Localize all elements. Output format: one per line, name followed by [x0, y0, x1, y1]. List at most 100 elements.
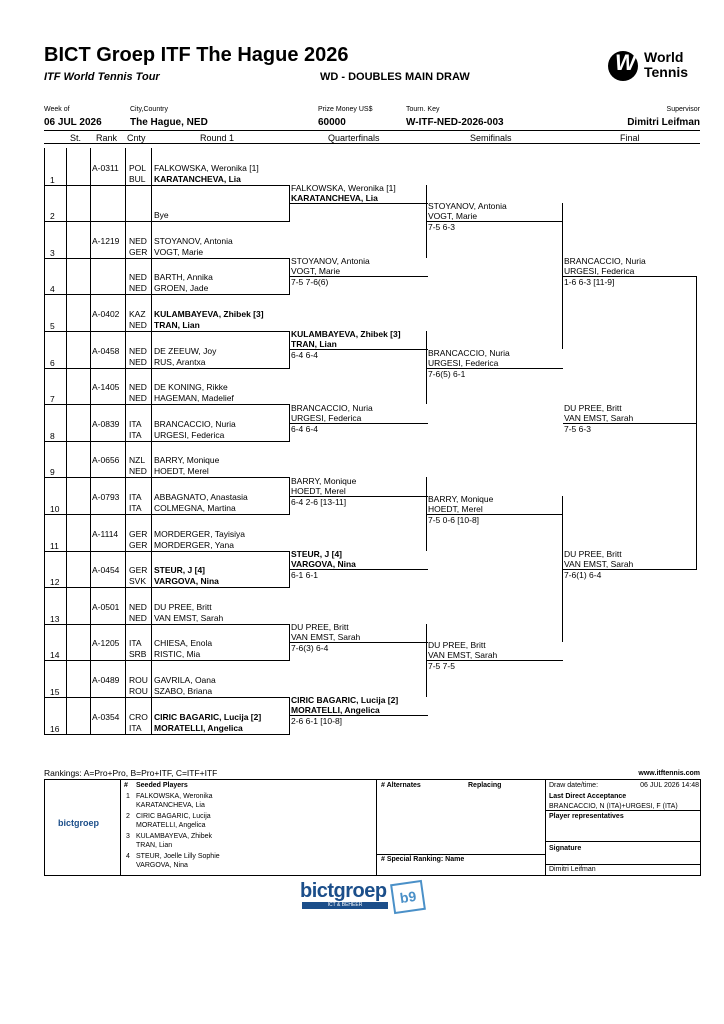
draw-position: 13	[50, 613, 60, 624]
supervisor-value: Dimitri Leifman	[627, 117, 700, 128]
player-name: VOGT, Marie	[154, 246, 204, 257]
draw-position: 14	[50, 650, 60, 661]
bracket-line	[290, 349, 428, 351]
qf-score: 6-1 6-1	[291, 569, 318, 580]
logo-text-world: World	[644, 49, 684, 65]
country-code: ITA	[129, 722, 142, 733]
bracket-connector	[426, 184, 427, 258]
rank-value: A-0501	[92, 601, 120, 612]
row-line	[44, 294, 290, 296]
seeded-title: Seeded Players	[136, 782, 188, 789]
final-player: VAN EMST, Sarah	[564, 558, 634, 569]
bracket-line	[563, 568, 697, 570]
qf-player: MORATELLI, Angelica	[291, 705, 380, 716]
qf-player: TRAN, Lian	[291, 339, 337, 350]
rank-value: A-0656	[92, 455, 120, 466]
row-line	[44, 623, 290, 625]
draw-position: 5	[50, 321, 55, 331]
player-name: MORDERGER, Yana	[154, 539, 234, 550]
player-name: BARTH, Annika	[154, 272, 213, 283]
player-name: RISTIC, Mia	[154, 649, 201, 660]
row-line	[44, 331, 290, 332]
rank-value: A-0793	[92, 492, 120, 502]
country-code: GER	[129, 565, 148, 576]
week-label: Week of	[44, 106, 70, 113]
draw-date-label: Draw date/time:	[549, 782, 599, 789]
final-player: DU PREE, Britt	[564, 548, 622, 559]
country-code: ITA	[129, 638, 142, 649]
bictgroep-small-logo: bictgroep	[58, 818, 100, 828]
player-name: DE ZEEUW, Joy	[154, 345, 217, 356]
sf-score: 7-6(5) 6-1	[428, 368, 466, 379]
qf-player: FALKOWSKA, Weronika [1]	[291, 182, 396, 193]
qf-score: 6-4 6-4	[291, 423, 318, 434]
footer-box	[44, 779, 701, 876]
qf-score: 7-6(3) 6-4	[291, 643, 329, 654]
row-line	[44, 733, 290, 735]
rank-value: A-0489	[92, 675, 120, 685]
bracket-connector	[289, 697, 290, 734]
champion-player: VAN EMST, Sarah	[564, 412, 634, 423]
sf-score: 7-5 7-5	[428, 661, 455, 672]
country-code: NED	[129, 356, 147, 367]
player-name: SZABO, Briana	[154, 686, 213, 696]
prize-label: Prize Money US$	[318, 106, 373, 113]
qf-player: VOGT, Marie	[291, 266, 341, 277]
seeded-entry: KULAMBAYEVA, Zhibek	[136, 833, 212, 840]
draw-position: 10	[50, 504, 60, 514]
rank-value: A-0354	[92, 711, 120, 722]
player-name: BARRY, Monique	[154, 455, 220, 466]
seeded-entry: 2	[126, 813, 130, 820]
bracket-connector	[426, 623, 427, 697]
player-name: COLMEGNA, Martina	[154, 503, 236, 513]
player-name: Bye	[154, 210, 169, 221]
sf-player: HOEDT, Merel	[428, 504, 483, 514]
draw-position: 3	[50, 247, 55, 258]
bracket-line	[427, 367, 563, 369]
country-code: BUL	[129, 173, 146, 184]
player-name: MORDERGER, Tayisiya	[154, 528, 245, 539]
draw-position: 15	[50, 687, 60, 697]
country-code: ITA	[129, 492, 142, 502]
seeded-entry: MORATELLI, Angelica	[136, 822, 206, 829]
player-name: FALKOWSKA, Weronika [1]	[154, 162, 259, 173]
player-name: BRANCACCIO, Nuria	[154, 418, 236, 429]
sf-player: STOYANOV, Antonia	[428, 201, 507, 212]
player-name: GAVRILA, Oana	[154, 675, 216, 685]
rankings-legend: Rankings: A=Pro+Pro, B=Pro+ITF, C=ITF+IT…	[44, 768, 218, 778]
seeded-entry: 1	[126, 793, 130, 800]
champion-line	[563, 422, 697, 424]
draw-position: 7	[50, 394, 55, 405]
player-name: DE KONING, Rikke	[154, 382, 228, 393]
qf-player: DU PREE, Britt	[291, 622, 349, 633]
country-code: GER	[129, 539, 148, 550]
bracket-line	[290, 202, 428, 204]
draw-position: 6	[50, 357, 55, 368]
bracket-line	[427, 221, 563, 223]
country-code: KAZ	[129, 309, 146, 319]
row-line	[44, 477, 290, 479]
draw-position: 9	[50, 467, 55, 478]
qf-player: KULAMBAYEVA, Zhibek [3]	[291, 329, 401, 340]
bracket-line	[290, 422, 428, 424]
final-player: BRANCACCIO, Nuria	[564, 256, 646, 267]
draw-position: 8	[50, 430, 55, 441]
col-header-round1: Round 1	[200, 133, 235, 143]
lda-label: Last Direct Acceptance	[549, 793, 627, 800]
bictgroep-sponsor-logo: bictgroep ICT & BEHEER b9	[300, 879, 430, 916]
col-header-qf: Quarterfinals	[328, 133, 380, 143]
rank-value: A-0458	[92, 345, 120, 356]
country-code: SRB	[129, 649, 147, 660]
player-name: RUS, Arantxa	[154, 356, 206, 367]
col-header-sf: Semifinals	[470, 133, 512, 143]
player-name: HAGEMAN, Madelief	[154, 393, 234, 404]
sf-player: URGESI, Federica	[428, 357, 499, 368]
row-line	[44, 440, 290, 442]
bracket-line	[427, 514, 563, 515]
qf-score: 2-6 6-1 [10-8]	[291, 716, 343, 727]
bracket-connector	[562, 495, 563, 643]
bracket-connector	[289, 550, 290, 588]
country-code: NED	[129, 272, 147, 283]
bracket-connector	[426, 331, 427, 405]
city-value: The Hague, NED	[130, 117, 208, 128]
